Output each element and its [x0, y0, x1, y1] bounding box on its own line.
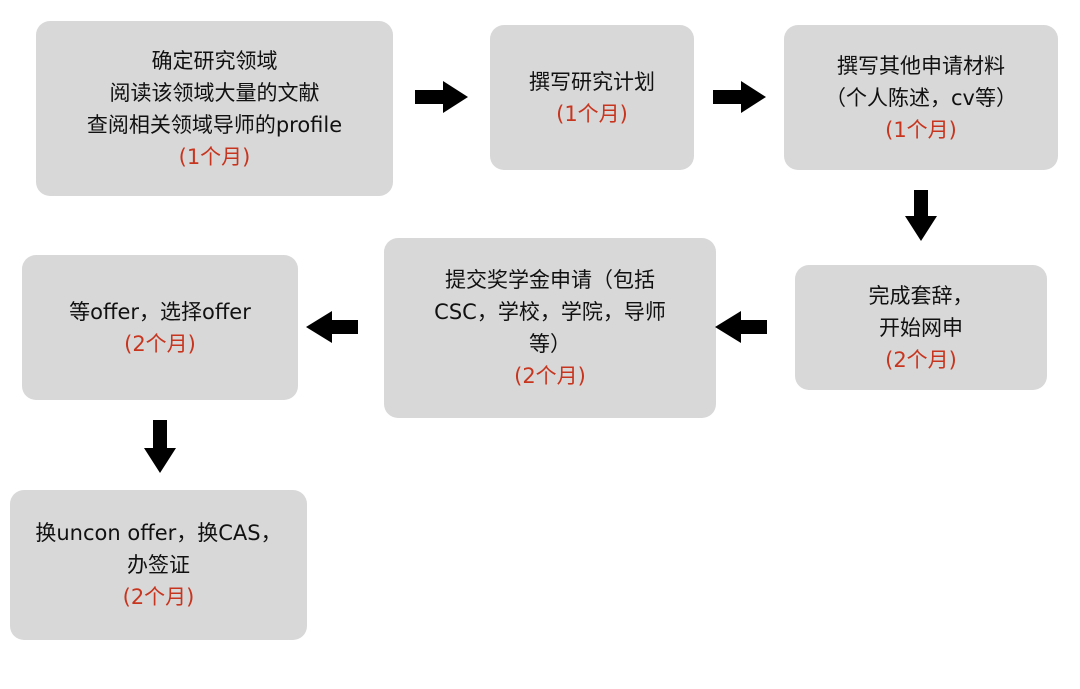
arrow-down-icon [144, 420, 176, 473]
step-text-line: 撰写研究计划 [529, 69, 655, 94]
step-box-7-visa: 换uncon offer，换CAS， 办签证 (2个月) [10, 490, 307, 640]
step-duration: (2个月) [514, 364, 586, 388]
step-text-line: CSC，学校，学院，导师 [434, 300, 666, 324]
arrow-down-icon [905, 190, 937, 241]
step-text-line: 确定研究领域 [151, 48, 278, 73]
arrow-right-icon [713, 81, 766, 113]
step-box-4-online-application: 完成套辞， 开始网申 (2个月) [795, 265, 1047, 390]
step-duration: (2个月) [122, 585, 195, 609]
step-box-2-research-proposal: 撰写研究计划 (1个月) [490, 25, 694, 170]
step-box-5-scholarship-application: 提交奖学金申请（包括 CSC，学校，学院，导师等） (2个月) [384, 238, 716, 418]
arrow-right-icon [415, 81, 468, 113]
step-text-line: 查阅相关领域导师的profile [86, 112, 343, 137]
step-text-line: 完成套辞， [868, 283, 974, 308]
step-text-line: 撰写其他申请材料 [837, 53, 1005, 78]
step-box-1-research-field: 确定研究领域阅读该领域大量的文献查阅相关领域导师的profile (1个月) [36, 21, 393, 196]
step-box-6-choose-offer: 等offer，选择offer (2个月) [22, 255, 298, 400]
step-duration: (2个月) [124, 331, 196, 356]
step-text-line: （个人陈述，cv等） [825, 85, 1017, 110]
arrow-left-icon [715, 311, 767, 343]
step-text-line: 阅读该领域大量的文献 [109, 80, 320, 105]
step-duration: (1个月) [556, 101, 628, 126]
step-text-line: 提交奖学金申请（包括 [445, 268, 655, 292]
step-text-line: 办签证 [127, 553, 190, 577]
step-text-line: 等） [529, 332, 571, 356]
arrow-left-icon [306, 311, 358, 343]
step-text-line: 等offer，选择offer [69, 299, 251, 324]
step-duration: (1个月) [885, 117, 957, 142]
step-duration: (2个月) [885, 347, 957, 372]
step-text-line: 换uncon offer，换CAS， [35, 521, 282, 545]
step-duration: (1个月) [178, 144, 251, 169]
step-text-line: 开始网申 [879, 315, 963, 340]
step-box-3-other-materials: 撰写其他申请材料 （个人陈述，cv等） (1个月) [784, 25, 1058, 170]
